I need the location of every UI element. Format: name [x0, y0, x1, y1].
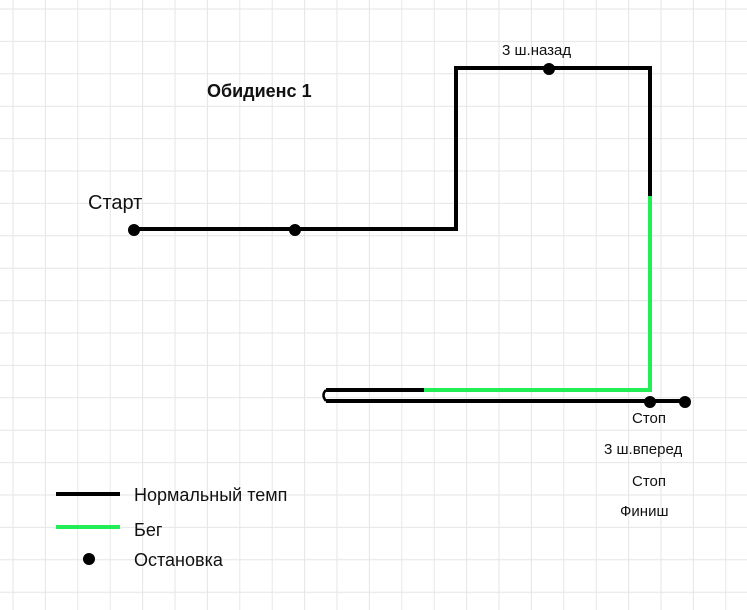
label-start: Старт	[88, 192, 143, 214]
legend-stop-swatch	[83, 553, 95, 565]
label-finish: Финиш	[620, 503, 669, 520]
stop-point-start	[128, 224, 140, 236]
label-stop-2: Стоп	[632, 473, 666, 490]
label-back: 3 ш.назад	[502, 42, 572, 59]
stop-point-2	[644, 396, 656, 408]
path-normal-start	[134, 66, 652, 231]
path-run	[424, 196, 652, 392]
label-forward: 3 ш.вперед	[604, 441, 683, 458]
legend-run-label: Бег	[134, 520, 163, 540]
stop-point-finish	[679, 396, 691, 408]
label-stop-1: Стоп	[632, 410, 666, 427]
legend-normal-label: Нормальный темп	[134, 485, 288, 505]
diagram-title: Обидиенс 1	[207, 81, 312, 101]
path-turn	[322, 389, 327, 402]
legend-stop-label: Остановка	[134, 550, 223, 570]
stop-point-back	[543, 63, 555, 75]
stop-point-1	[289, 224, 301, 236]
